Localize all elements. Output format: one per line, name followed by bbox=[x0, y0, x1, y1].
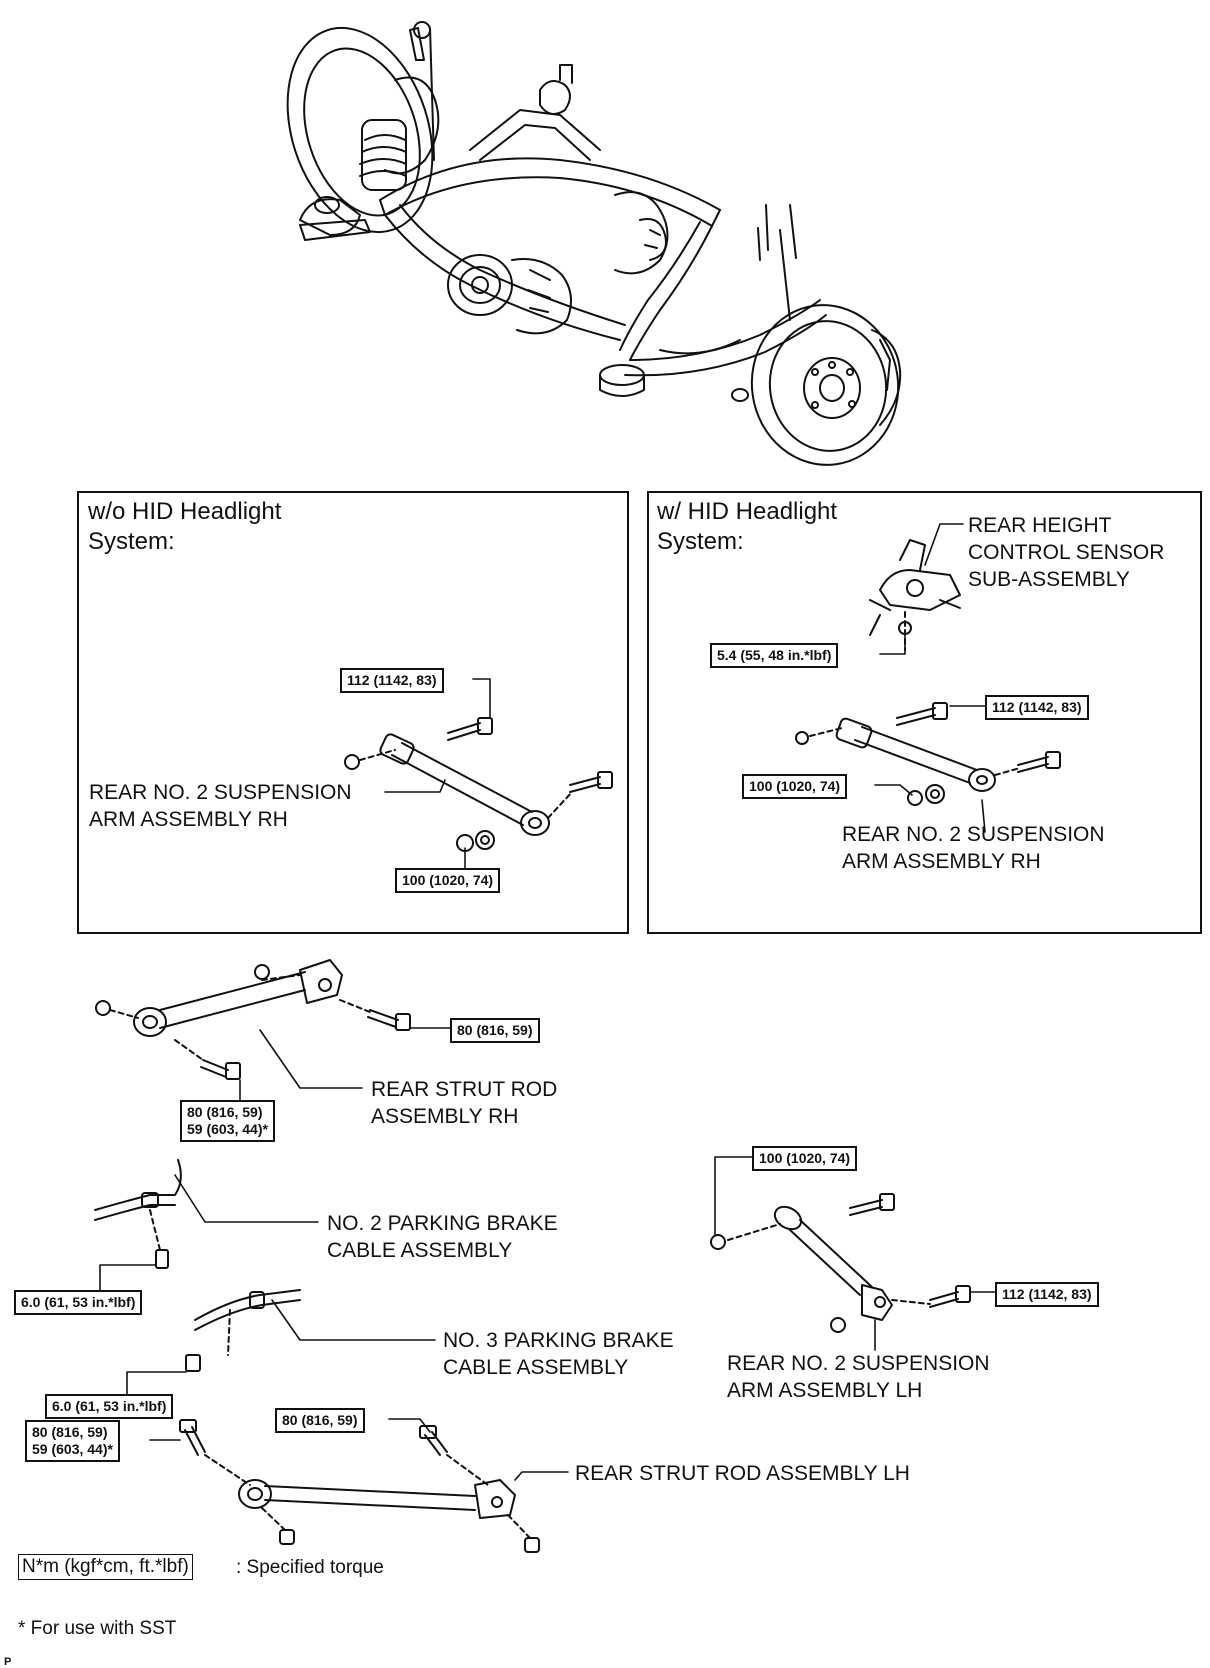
torque-80-59-strut-lh: 80 (816, 59) 59 (603, 44)* bbox=[25, 1420, 120, 1462]
panel-with-hid-title: w/ HID Headlight System: bbox=[657, 498, 838, 555]
label-strut-rod-rh: REAR STRUT ROD ASSEMBLY RH bbox=[371, 1078, 558, 1128]
label-parking-cable-3: NO. 3 PARKING BRAKE CABLE ASSEMBLY bbox=[443, 1329, 674, 1379]
legend-unit-box: N*m (kgf*cm, ft.*lbf) bbox=[18, 1554, 193, 1580]
label-rear-height-sensor: REAR HEIGHT CONTROL SENSOR SUB-ASSEMBLY bbox=[968, 514, 1165, 591]
strut-rod-rh-illustration bbox=[95, 959, 411, 1080]
panel-without-hid-title: w/o HID Headlight System: bbox=[88, 498, 282, 555]
panel-without-hid bbox=[77, 491, 629, 934]
torque-80-strut-lh: 80 (816, 59) bbox=[275, 1408, 365, 1433]
strut-rod-lh-illustration bbox=[179, 1419, 540, 1553]
legend-text: : Specified torque bbox=[236, 1557, 384, 1578]
arm-lh-illustration bbox=[710, 1193, 971, 1333]
label-parking-cable-2: NO. 2 PARKING BRAKE CABLE ASSEMBLY bbox=[327, 1212, 558, 1262]
label-arm-rh-without-hid: REAR NO. 2 SUSPENSION ARM ASSEMBLY RH bbox=[89, 781, 352, 831]
parking-cable-2-illustration bbox=[94, 1159, 182, 1269]
leader-lines bbox=[99, 523, 996, 1481]
torque-100-arm-lh: 100 (1020, 74) bbox=[752, 1146, 858, 1171]
label-arm-lh: REAR NO. 2 SUSPENSION ARM ASSEMBLY LH bbox=[727, 1352, 990, 1402]
torque-6-cable-2: 6.0 (61, 53 in.*lbf) bbox=[14, 1290, 143, 1315]
torque-100-without-hid: 100 (1020, 74) bbox=[395, 868, 501, 893]
height-sensor-illustration bbox=[869, 539, 961, 651]
corner-mark: P bbox=[4, 1656, 11, 1668]
label-strut-rod-lh: REAR STRUT ROD ASSEMBLY LH bbox=[575, 1462, 910, 1485]
torque-80-strut-rh: 80 (816, 59) bbox=[450, 1018, 540, 1043]
torque-height-sensor: 5.4 (55, 48 in.*lbf) bbox=[710, 643, 839, 668]
footnote-sst: * For use with SST bbox=[18, 1618, 177, 1639]
torque-112-without-hid: 112 (1142, 83) bbox=[340, 668, 444, 693]
torque-112-with-hid: 112 (1142, 83) bbox=[985, 695, 1089, 720]
panel-with-hid bbox=[647, 491, 1202, 934]
parking-cable-3-illustration bbox=[185, 1289, 301, 1372]
suspension-member-illustration bbox=[286, 21, 902, 466]
torque-6-cable-3: 6.0 (61, 53 in.*lbf) bbox=[45, 1394, 174, 1419]
label-arm-rh-with-hid: REAR NO. 2 SUSPENSION ARM ASSEMBLY RH bbox=[842, 823, 1105, 873]
torque-112-arm-lh: 112 (1142, 83) bbox=[995, 1282, 1099, 1307]
torque-100-with-hid: 100 (1020, 74) bbox=[742, 774, 848, 799]
torque-80-59-strut-rh: 80 (816, 59) 59 (603, 44)* bbox=[180, 1100, 275, 1142]
arm-rh-with-hid-illustration bbox=[795, 702, 1061, 806]
